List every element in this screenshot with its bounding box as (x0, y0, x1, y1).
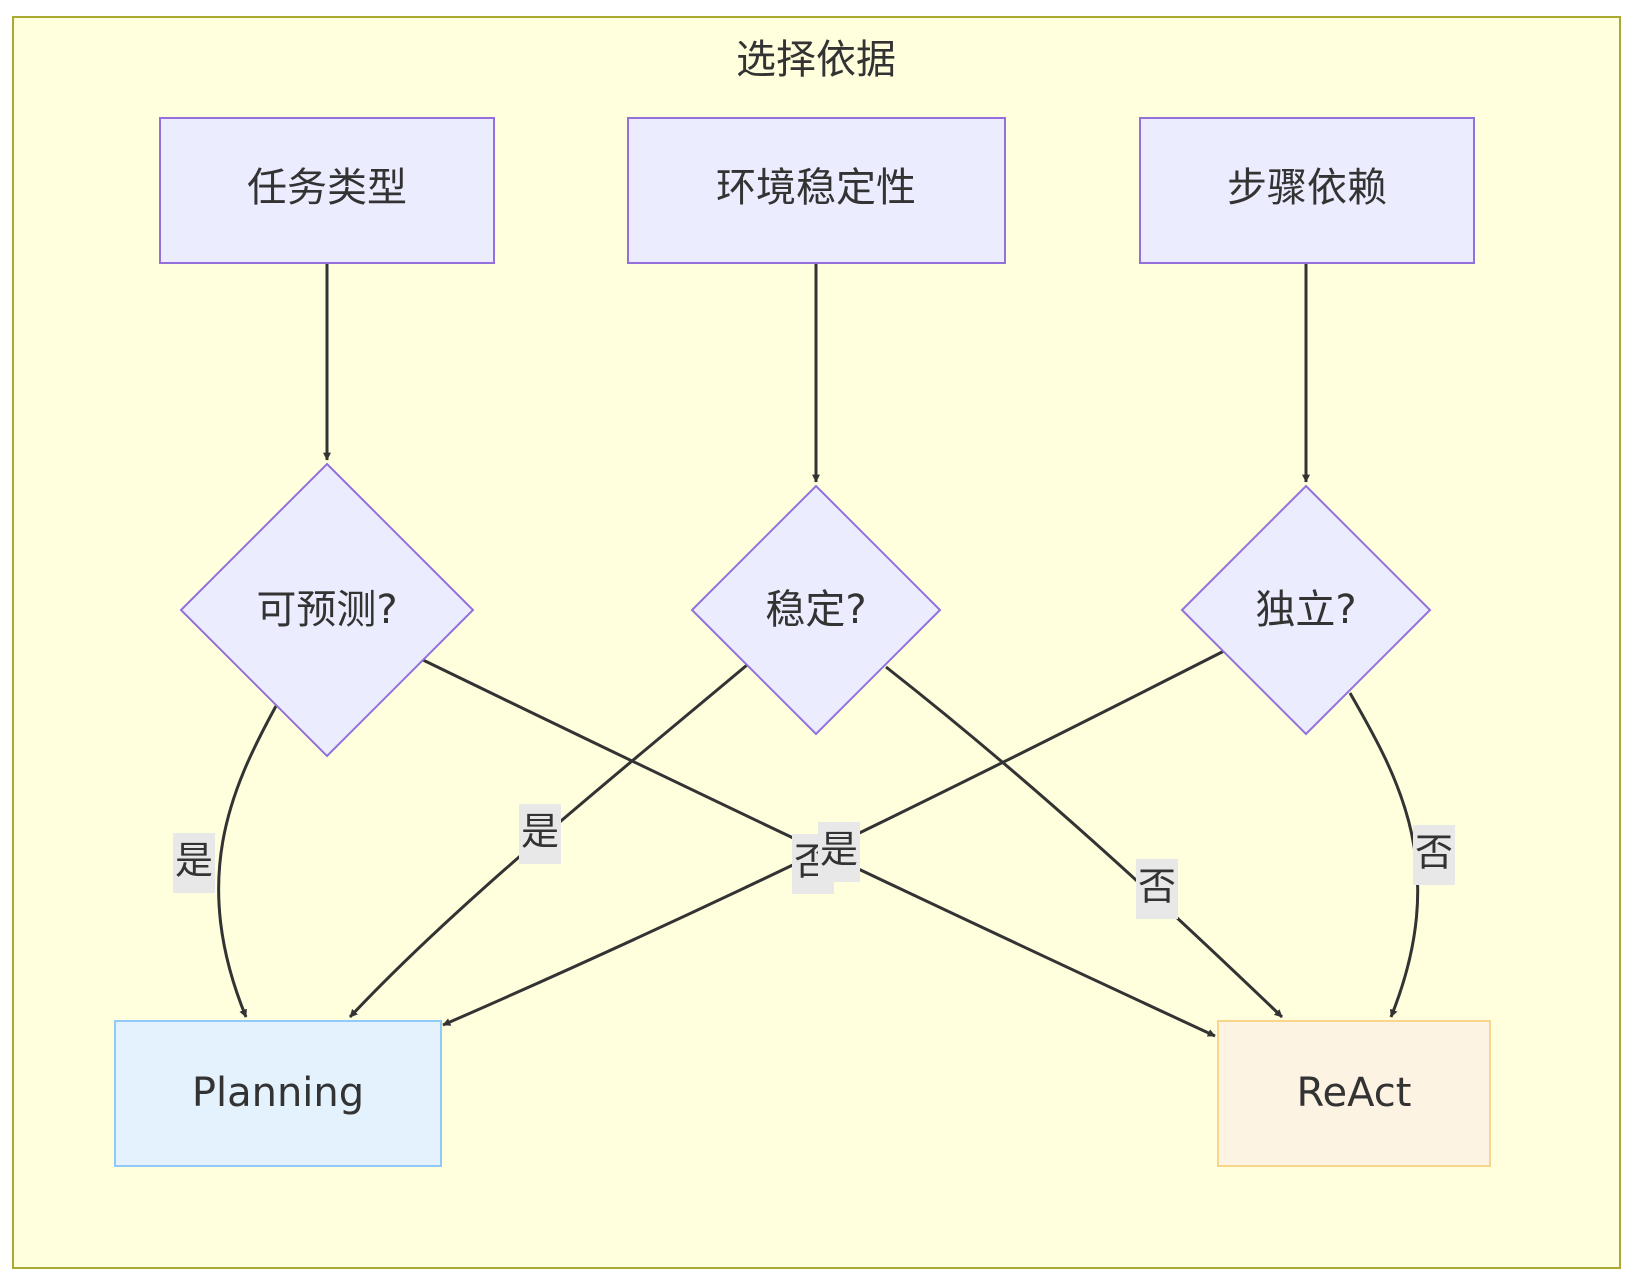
node-react[interactable]: ReAct (1217, 1020, 1491, 1167)
node-task-type-label: 任务类型 (247, 165, 407, 211)
edge-label-bg-independent-no (1413, 825, 1455, 885)
node-planning[interactable]: Planning (114, 1020, 442, 1167)
node-react-box[interactable] (1217, 1020, 1491, 1167)
edge-label-bg-predictable-yes (173, 833, 215, 893)
edge-label-bg-independent-yes (818, 822, 860, 882)
edge-label-bg-stable-yes (519, 804, 561, 864)
node-env-stability-box[interactable] (627, 117, 1006, 264)
edge-label-stable-yes: 是 (521, 810, 559, 854)
edge-stable-no-to-react (885, 665, 1284, 1019)
outcome-nodes: Planning ReAct (114, 1020, 1491, 1167)
node-step-dependency-label: 步骤依赖 (1227, 165, 1387, 211)
node-task-type-box[interactable] (159, 117, 495, 264)
decision-nodes: 可预测? 稳定? 独立? (179, 462, 1432, 758)
node-planning-box[interactable] (114, 1020, 442, 1167)
node-react-label: ReAct (1297, 1070, 1412, 1116)
node-step-dependency-box[interactable] (1139, 117, 1475, 264)
decision-predictable[interactable]: 可预测? (179, 462, 475, 758)
edge-label-stable-no: 否 (1138, 865, 1176, 909)
node-planning-label: Planning (192, 1070, 364, 1116)
node-step-dependency[interactable]: 步骤依赖 (1139, 117, 1475, 264)
edge-predictable-no-to-react (422, 658, 1216, 1038)
decision-stable-label: 稳定? (765, 587, 866, 633)
node-env-stability[interactable]: 环境稳定性 (627, 117, 1006, 264)
node-env-stability-label: 环境稳定性 (716, 165, 916, 211)
decision-independent-diamond[interactable] (1180, 484, 1432, 736)
edge-predictable-yes-to-planning (217, 705, 278, 1018)
decision-predictable-label: 可预测? (256, 587, 397, 633)
decision-stable[interactable]: 稳定? (690, 484, 942, 736)
node-task-type[interactable]: 任务类型 (159, 117, 495, 264)
decision-stable-diamond[interactable] (690, 484, 942, 736)
edge-label-independent-yes: 是 (820, 828, 858, 872)
decision-independent-label: 独立? (1255, 587, 1356, 633)
group-title: 选择依据 (736, 37, 896, 83)
edge-label-independent-no: 否 (1415, 831, 1453, 875)
edge-label-bg-stable-no (1136, 859, 1178, 919)
decision-predictable-diamond[interactable] (179, 462, 475, 758)
edge-independent-no-to-react (1348, 692, 1420, 1018)
edge-label-predictable-yes: 是 (175, 839, 213, 883)
criteria-nodes: 任务类型 环境稳定性 步骤依赖 (159, 117, 1475, 264)
edge-labels: 是 是 否 是 否 否 (173, 804, 1455, 919)
decision-independent[interactable]: 独立? (1180, 484, 1432, 736)
